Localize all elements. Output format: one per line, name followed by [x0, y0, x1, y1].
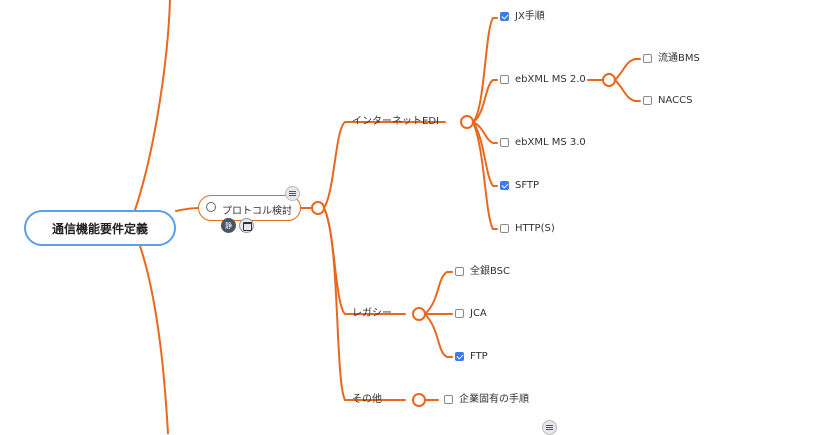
- item-label: JCA: [470, 308, 487, 319]
- item-label: 流通BMS: [658, 53, 700, 64]
- checkbox[interactable]: [500, 75, 509, 84]
- topic-node-protocol[interactable]: プロトコル検討: [198, 195, 301, 221]
- item-label: ebXML MS 2.0: [515, 74, 586, 85]
- item-label: SFTP: [515, 180, 540, 191]
- note-icon[interactable]: [285, 186, 300, 201]
- item-label: NACCS: [658, 95, 693, 106]
- checkbox[interactable]: [444, 395, 453, 404]
- branch-label-legacy[interactable]: レガシー: [352, 308, 392, 319]
- root-node[interactable]: 通信機能要件定義: [24, 210, 176, 246]
- status-badge[interactable]: 静: [221, 218, 236, 233]
- checkbox[interactable]: [500, 181, 509, 190]
- item-label: FTP: [470, 351, 488, 362]
- checkbox[interactable]: [500, 224, 509, 233]
- checkbox[interactable]: [455, 309, 464, 318]
- checkbox[interactable]: [643, 96, 652, 105]
- checkbox[interactable]: [500, 138, 509, 147]
- checkbox[interactable]: [455, 267, 464, 276]
- item-label: HTTP(S): [515, 223, 555, 234]
- note-icon-bottom[interactable]: [542, 420, 557, 435]
- item-label: ebXML MS 3.0: [515, 137, 586, 148]
- item-label: JX手順: [515, 11, 545, 22]
- branch-label-internet-edi[interactable]: インターネットEDI: [352, 116, 439, 127]
- item-label: 全銀BSC: [470, 266, 511, 277]
- checkbox[interactable]: [500, 12, 509, 21]
- calendar-icon[interactable]: [239, 218, 254, 233]
- checkbox[interactable]: [643, 54, 652, 63]
- item-label: 企業固有の手順: [459, 394, 529, 405]
- checkbox[interactable]: [455, 352, 464, 361]
- branch-label-other[interactable]: その他: [352, 394, 382, 405]
- topic-checkbox-circle[interactable]: [206, 202, 216, 212]
- root-node-label: 通信機能要件定義: [51, 221, 148, 236]
- topic-node-label: プロトコル検討: [222, 206, 292, 217]
